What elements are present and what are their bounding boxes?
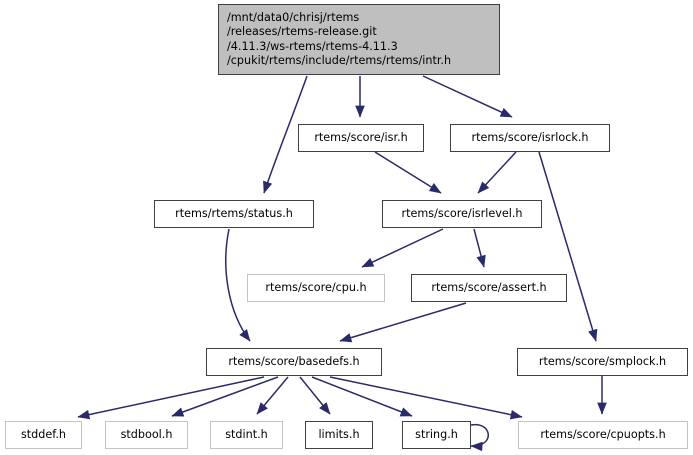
node-root[interactable]: /mnt/data0/chrisj/rtems /releases/rtems-… (218, 4, 500, 75)
node-stddef-h[interactable]: stddef.h (5, 421, 82, 449)
edge-basedefs-stdbool (171, 376, 279, 417)
node-rtems-score-basedefs-h[interactable]: rtems/score/basedefs.h (206, 348, 382, 376)
node-rtems-score-isrlock-h[interactable]: rtems/score/isrlock.h (450, 124, 610, 152)
edge-status-basedefs (225, 228, 251, 342)
edge-root-status (263, 75, 308, 194)
node-rtems-score-smplock-h[interactable]: rtems/score/smplock.h (517, 348, 688, 376)
edge-basedefs-cpuopts (329, 376, 523, 420)
node-rtems-score-cpu-h[interactable]: rtems/score/cpu.h (247, 274, 385, 302)
edge-isrlevel-assert (473, 228, 486, 268)
edge-basedefs-limits (299, 376, 331, 415)
edge-isrlock-isrlevel (477, 151, 517, 194)
node-rtems-score-assert-h[interactable]: rtems/score/assert.h (411, 274, 567, 302)
edge-basedefs-string (311, 376, 413, 417)
node-rtems-score-isrlevel-h[interactable]: rtems/score/isrlevel.h (382, 200, 542, 228)
edge-isr-isrlevel (374, 151, 442, 194)
edge-isrlock-smplock (538, 151, 598, 342)
node-rtems-score-isr-h[interactable]: rtems/score/isr.h (298, 124, 424, 152)
node-stdint-h[interactable]: stdint.h (210, 421, 283, 449)
edge-assert-basedefs (339, 302, 467, 343)
edge-root-isrlock (422, 75, 513, 118)
node-string-h[interactable]: string.h (402, 421, 471, 449)
edge-string-string (470, 423, 489, 452)
node-rtems-score-cpuopts-h[interactable]: rtems/score/cpuopts.h (518, 421, 688, 449)
node-rtems-rtems-status-h[interactable]: rtems/rtems/status.h (154, 200, 314, 228)
edge-basedefs-stdint (256, 376, 289, 415)
node-stdbool-h[interactable]: stdbool.h (105, 421, 188, 449)
edge-isrlevel-cpu (361, 228, 444, 268)
edge-basedefs-stddef (77, 376, 265, 420)
node-limits-h[interactable]: limits.h (305, 421, 373, 449)
